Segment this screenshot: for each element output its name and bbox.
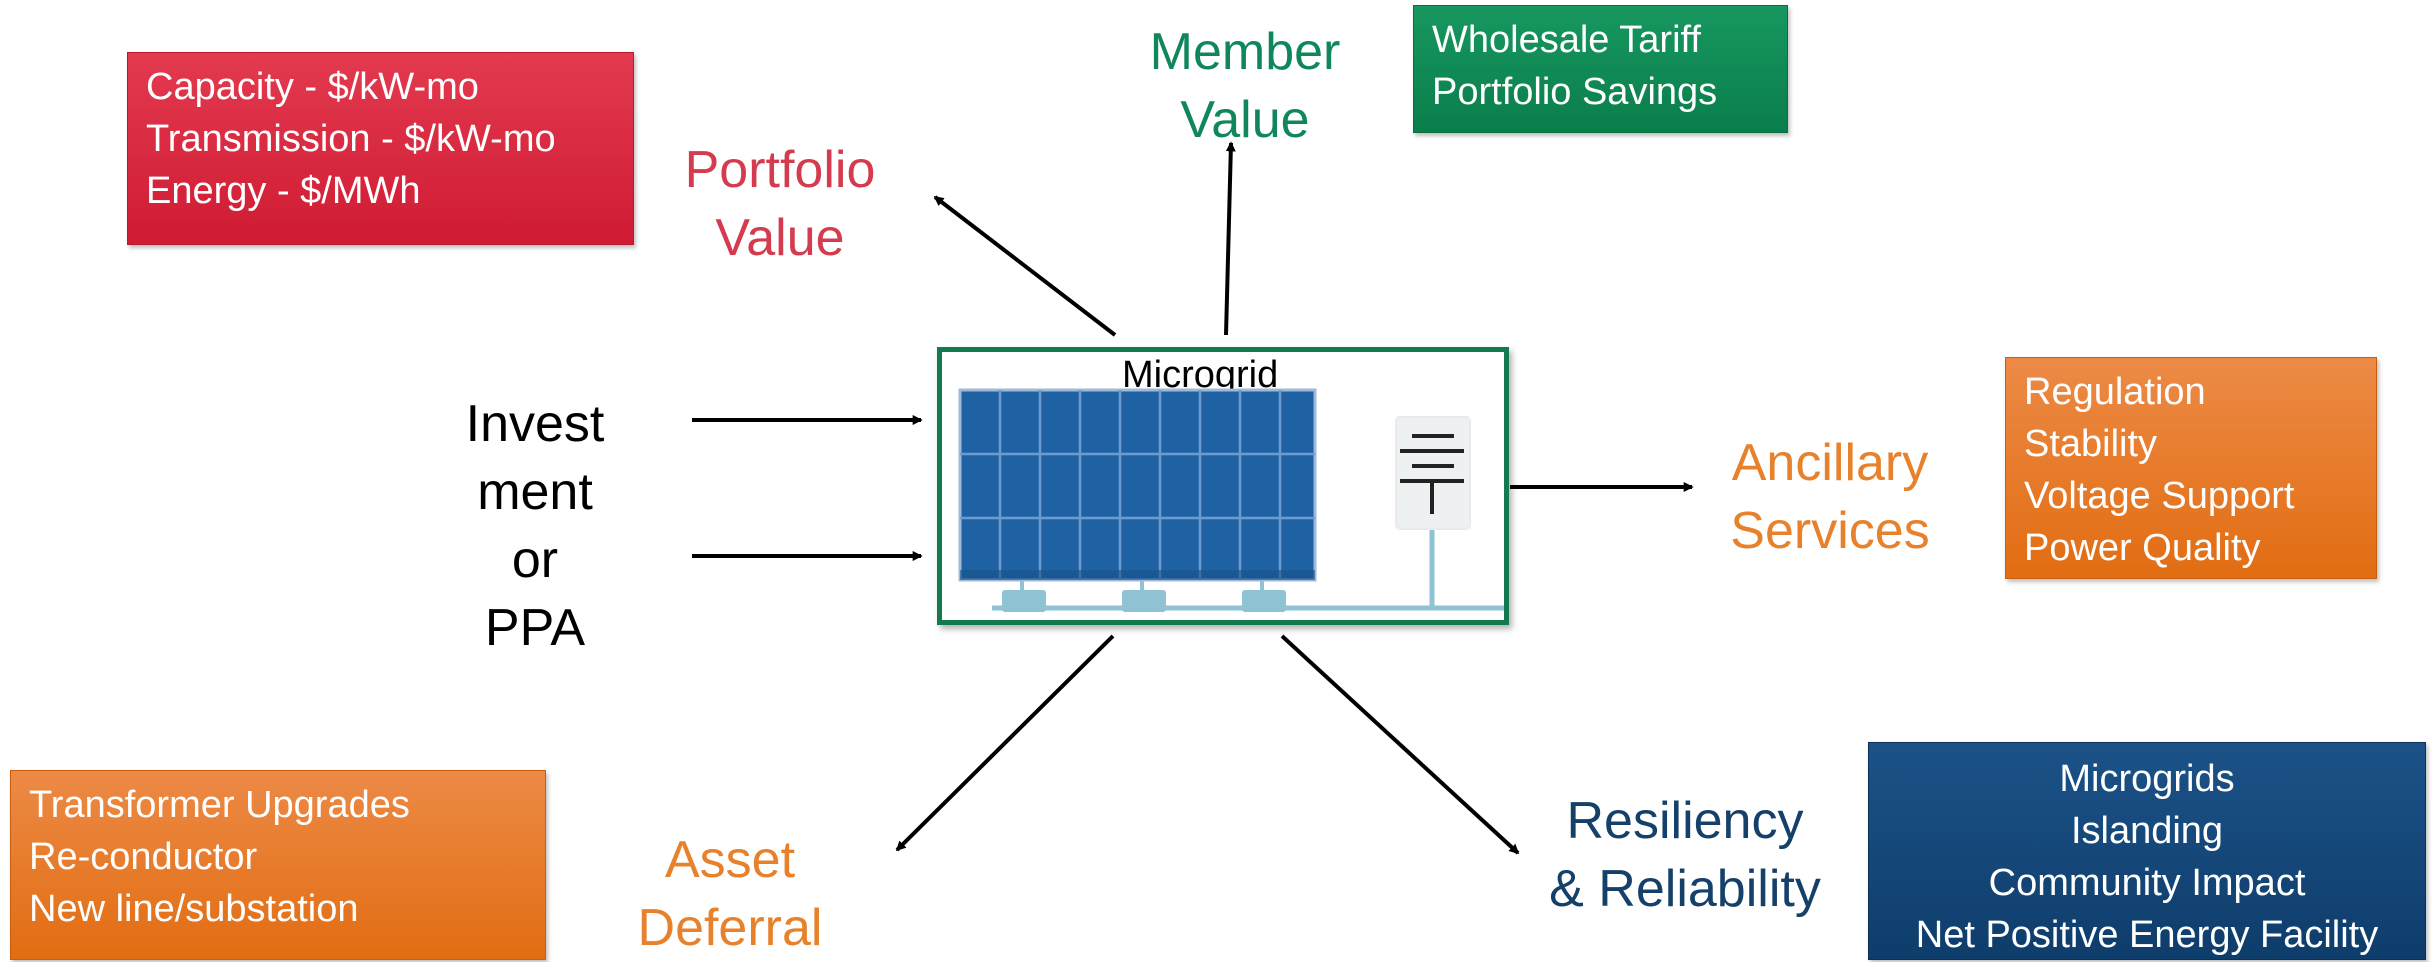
portfolio-value-line-1: Portfolio [684, 141, 876, 199]
capacity-box-line-1: Capacity - $/kW-mo [146, 66, 479, 108]
microgrid-illustration [958, 388, 1504, 612]
wholesale-box-line-1: Wholesale Tariff [1432, 19, 1701, 61]
member-value-line-2: Value [1180, 91, 1310, 149]
asset-line-2: Deferral [637, 899, 823, 957]
microgrids-box-line-2: Islanding [2070, 810, 2224, 852]
arrow-member [1224, 141, 1236, 336]
arrow-portfolio [933, 195, 1117, 337]
asset-line-1: Asset [664, 831, 796, 889]
ancillary-line-2: Services [1730, 502, 1930, 560]
resiliency-line-2: & Reliability [1549, 860, 1821, 918]
asset-deferral-label: Asset Deferral [615, 826, 845, 962]
investment-line-4: PPA [484, 599, 586, 657]
portfolio-value-label: Portfolio Value [670, 136, 890, 272]
wholesale-box: Wholesale Tariff Portfolio Savings [1413, 5, 1788, 133]
microgrids-box-line-3: Community Impact [1988, 862, 2306, 904]
investment-line-1: Invest [465, 395, 605, 453]
capacity-box-line-3: Energy - $/MWh [146, 170, 421, 212]
member-value-label: Member Value [1130, 18, 1360, 154]
investment-line-2: ment [477, 463, 593, 521]
member-value-line-1: Member [1149, 23, 1341, 81]
microgrids-box-line-1: Microgrids [2059, 758, 2235, 800]
regulation-box-line-2: Stability [2024, 423, 2158, 465]
transformer-box-line-1: Transformer Upgrades [29, 784, 410, 826]
capacity-box-line-2: Transmission - $/kW-mo [146, 118, 556, 160]
capacity-box: Capacity - $/kW-mo Transmission - $/kW-m… [127, 52, 634, 245]
regulation-box-line-4: Power Quality [2024, 527, 2261, 569]
investment-line-3: or [511, 531, 559, 589]
wholesale-box-line-2: Portfolio Savings [1432, 71, 1718, 113]
microgrids-box: Microgrids Islanding Community Impact Ne… [1868, 742, 2426, 960]
resiliency-line-1: Resiliency [1566, 792, 1804, 850]
transformer-box-line-2: Re-conductor [29, 836, 258, 878]
regulation-box-line-3: Voltage Support [2024, 475, 2295, 517]
transformer-box: Transformer Upgrades Re-conductor New li… [10, 770, 546, 960]
microgrid-box: Microgrid [937, 347, 1509, 625]
resiliency-label: Resiliency & Reliability [1525, 787, 1845, 923]
transformer-box-line-3: New line/substation [29, 888, 359, 930]
arrow-resiliency [1280, 634, 1520, 855]
investment-label: Invest ment or PPA [430, 390, 640, 662]
solar-panel-icon [958, 388, 1317, 582]
battery-icon [1395, 416, 1471, 530]
regulation-box-line-1: Regulation [2024, 371, 2206, 413]
ancillary-line-1: Ancillary [1731, 434, 1929, 492]
ancillary-services-label: Ancillary Services [1700, 429, 1960, 565]
portfolio-value-line-2: Value [715, 209, 845, 267]
arrow-asset [895, 634, 1115, 852]
regulation-box: Regulation Stability Voltage Support Pow… [2005, 357, 2377, 579]
microgrids-box-line-4: Net Positive Energy Facility [1915, 914, 2379, 956]
